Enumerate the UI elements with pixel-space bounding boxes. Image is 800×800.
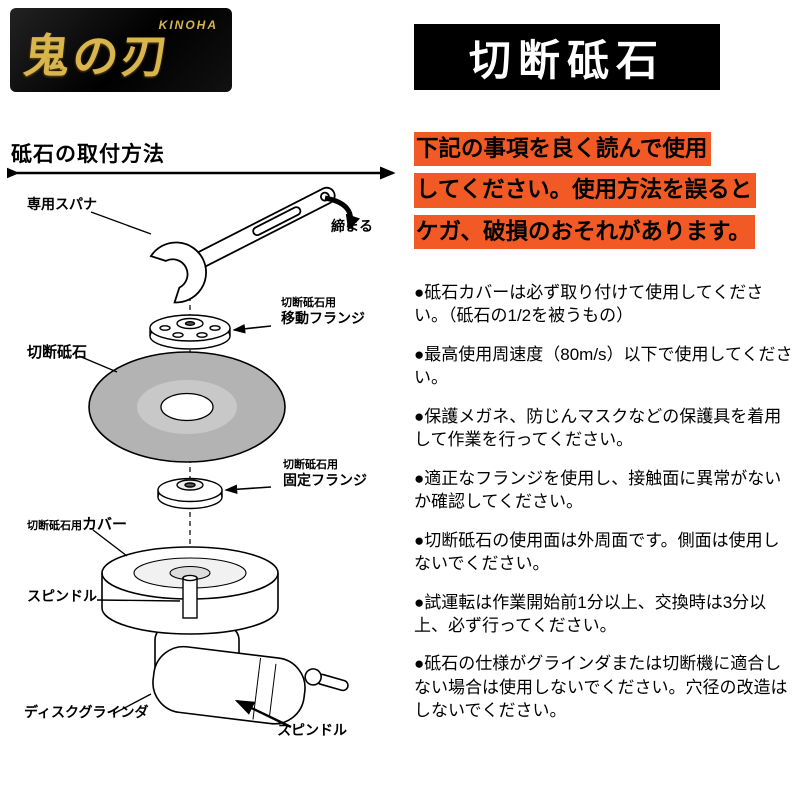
cutting-wheel-drawing (88, 351, 286, 463)
label-cover: 切断砥石用カバー (27, 516, 127, 534)
instruction-item: ●砥石の仕様がグラインダまたは切断機に適合しない場合は使用しないでください。穴径… (414, 654, 788, 721)
installation-diagram: 砥石の取付方法 (5, 138, 407, 793)
instruction-item: ●切断砥石の使用面は外周面です。側面は使用しないでください。 (414, 530, 780, 574)
spindle-drawing (182, 574, 198, 619)
warning-line-3: ケガ、破損のおそれがあります。 (414, 214, 755, 249)
label-cover-prefix: 切断砥石用 (27, 520, 82, 532)
warning-line: ケガ、破損のおそれがあります。 (414, 214, 798, 249)
label-fixed-flange-text: 固定フランジ (283, 471, 367, 488)
label-tighten: 締まる (331, 218, 373, 234)
label-spindle: スピンドル (27, 588, 97, 604)
label-fixed-flange: 切断砥石用 固定フランジ (283, 455, 367, 488)
label-cover-text: カバー (82, 516, 128, 533)
label-moving-flange-prefix: 切断砥石用 (281, 297, 336, 309)
spanner-drawing (149, 186, 336, 304)
warning-line-1: 下記の事項を良く読んで使用 (414, 132, 712, 167)
leader-lines (78, 211, 292, 729)
grinder-drawing (152, 625, 349, 725)
brand-logo: 鬼の刃 KINOHA (10, 8, 232, 92)
brand-logo-subtext: KINOHA (158, 18, 218, 32)
label-fixed-flange-prefix: 切断砥石用 (283, 459, 338, 471)
instruction-item: ●適正なフランジを使用し、接触面に異常がないか確認してください。 (414, 468, 782, 512)
exploded-view-drawing (78, 186, 361, 729)
instruction-item: ●最高使用周速度（80m/s）以下で使用してください。 (414, 344, 793, 388)
warning-line: してください。使用方法を誤ると (414, 173, 798, 208)
label-moving-flange-text: 移動フランジ (281, 309, 365, 326)
product-title: 切断砥石 (414, 24, 720, 90)
warning-banner: 下記の事項を良く読んで使用 してください。使用方法を誤ると ケガ、破損のおそれが… (414, 132, 798, 256)
warning-line: 下記の事項を良く読んで使用 (414, 132, 798, 167)
tighten-arrow (324, 195, 361, 231)
instruction-list: ●砥石カバーは必ず取り付けて使用してください。（砥石の1/2を被うもの） ●最高… (414, 281, 794, 738)
label-spanner: 専用スパナ (27, 196, 97, 212)
label-spindle-bottom: スピンドル (277, 722, 347, 738)
title-underline-arrow (7, 166, 396, 180)
fixed-flange-drawing (157, 477, 223, 510)
moving-flange-drawing (149, 314, 231, 350)
instruction-item: ●保護メガネ、防じんマスクなどの保護具を着用して作業を行ってください。 (414, 406, 782, 450)
warning-line-2: してください。使用方法を誤ると (414, 173, 757, 208)
instruction-item: ●試運転は作業開始前1分以上、交換時は3分以上、必ず行ってください。 (414, 592, 767, 635)
label-cutting-wheel: 切断砥石 (27, 344, 88, 361)
label-disc-grinder: ディスクグラインダ (24, 704, 149, 720)
label-moving-flange: 切断砥石用 移動フランジ (281, 293, 365, 326)
instruction-item: ●砥石カバーは必ず取り付けて使用してください。（砥石の1/2を被うもの） (414, 283, 764, 326)
diagram-title: 砥石の取付方法 (11, 143, 165, 166)
brand-logo-text: 鬼の刃 (20, 29, 174, 83)
